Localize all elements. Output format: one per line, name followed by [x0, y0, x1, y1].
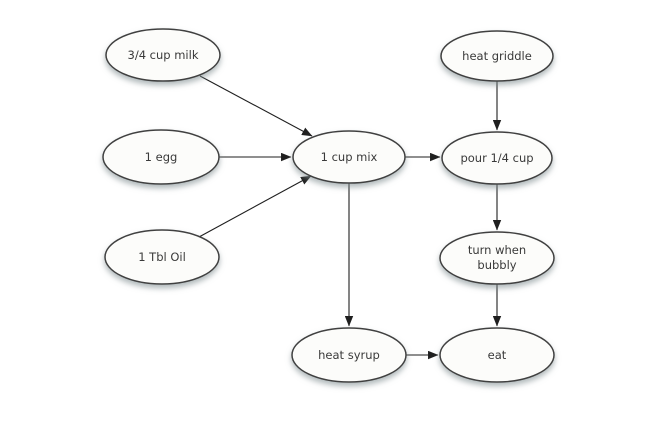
node-label: 1 cup mix [321, 150, 378, 164]
nodes-layer: 3/4 cup milk 1 egg 1 Tbl Oil 1 cup mix h… [102, 28, 555, 383]
node-label: 1 egg [145, 150, 178, 164]
node-label: pour 1/4 cup [460, 151, 533, 165]
edges-layer [198, 75, 502, 360]
flow-node-turn: turn when bubbly [439, 231, 555, 285]
node-ellipse [441, 131, 553, 185]
node-ellipse [292, 130, 406, 184]
flow-node-eat: eat [439, 327, 555, 383]
node-ellipse [439, 231, 555, 285]
node-label: heat syrup [318, 348, 380, 362]
flow-node-egg: 1 egg [102, 129, 220, 185]
node-ellipse [102, 129, 220, 185]
node-ellipse [291, 327, 407, 383]
node-ellipse [104, 229, 220, 285]
flow-node-milk: 3/4 cup milk [105, 28, 221, 82]
node-label: heat griddle [462, 49, 532, 63]
node-label-line1: turn when [468, 243, 526, 257]
node-label-line2: bubbly [477, 258, 516, 272]
flow-node-mix: 1 cup mix [292, 130, 406, 184]
node-label: 1 Tbl Oil [138, 250, 186, 264]
edge-milk-to-mix [199, 75, 313, 137]
node-label: 3/4 cup milk [128, 48, 199, 62]
node-ellipse [105, 28, 221, 82]
flow-node-oil: 1 Tbl Oil [104, 229, 220, 285]
node-ellipse [440, 30, 554, 82]
flow-node-griddle: heat griddle [440, 30, 554, 82]
node-ellipse [439, 327, 555, 383]
edge-oil-to-mix [198, 175, 312, 238]
flow-node-pour: pour 1/4 cup [441, 131, 553, 185]
flow-node-syrup: heat syrup [291, 327, 407, 383]
node-label: eat [488, 348, 507, 362]
